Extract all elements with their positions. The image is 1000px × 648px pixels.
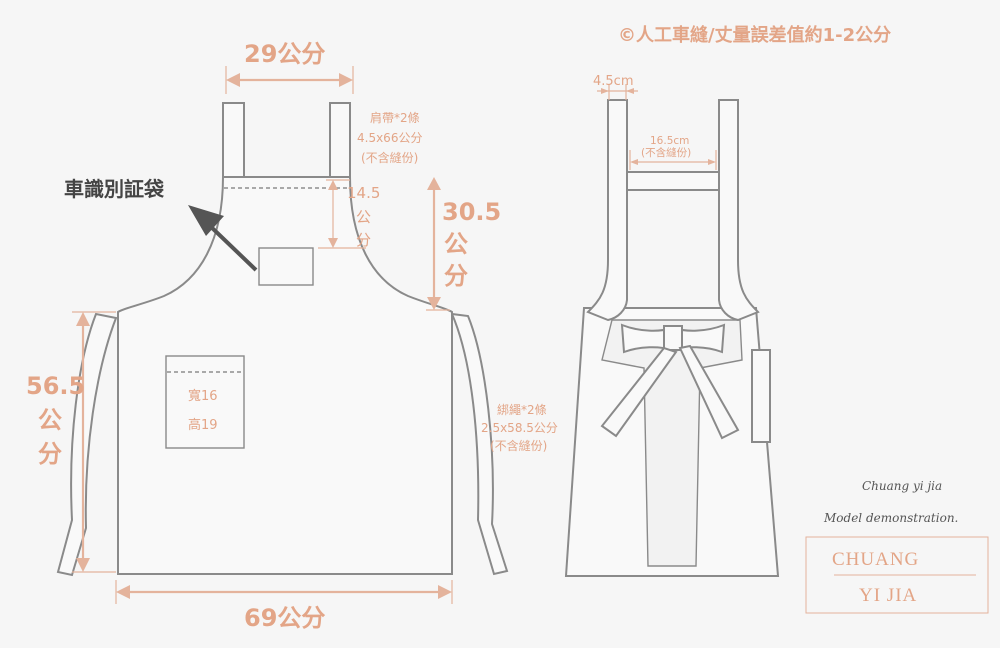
svg-text:肩帶*2條: 肩帶*2條 — [370, 110, 420, 125]
right-tie — [450, 312, 509, 576]
side-height-dimension — [72, 311, 116, 573]
brand-line-2: YI JIA — [859, 585, 917, 606]
brand-line-1: CHUANG — [832, 549, 919, 570]
bib-top-dimension — [318, 179, 366, 249]
strap-note: 肩帶*2條 4.5x66公分 (不含縫份) — [357, 110, 422, 165]
brand-block: Chuang yi jia Model demonstration. CHUAN… — [805, 479, 989, 614]
strap-width-label: 29公分 — [244, 40, 325, 68]
svg-text:分: 分 — [444, 262, 468, 290]
bottom-width-label: 69公分 — [244, 604, 325, 632]
bib-height-dimension — [426, 177, 450, 311]
back-inner-width-dimension — [629, 150, 717, 170]
copyright-note: ©人工車縫/丈量誤差值約1-2公分 — [618, 24, 891, 46]
svg-text:綁繩*2條: 綁繩*2條 — [497, 403, 547, 417]
front-body — [117, 176, 453, 575]
svg-text:公: 公 — [444, 230, 468, 258]
pocket-height: 高19 — [188, 417, 218, 433]
back-right-strap — [718, 99, 760, 322]
svg-text:(不含縫份): (不含縫份) — [490, 438, 547, 453]
back-opening — [601, 319, 743, 567]
svg-text:公: 公 — [356, 208, 371, 226]
brand-script-1: Chuang yi jia — [862, 479, 942, 493]
back-apron — [564, 99, 780, 577]
left-tie — [56, 312, 118, 577]
bow-tail-right — [678, 344, 740, 440]
side-height-value: 56.5 — [26, 372, 85, 400]
svg-text:2.5x58.5公分: 2.5x58.5公分 — [481, 421, 558, 435]
back-left-strap — [586, 99, 628, 322]
id-pocket-label: 車識別証袋 — [64, 177, 165, 201]
id-pocket-arrow — [188, 205, 258, 272]
back-neck-band — [626, 171, 720, 191]
back-side-pocket — [751, 349, 771, 443]
bib-top-dim-value: 14.5 — [347, 184, 380, 202]
id-badge-pocket — [258, 247, 314, 286]
bow-tail-left — [600, 346, 678, 438]
svg-text:分: 分 — [356, 231, 371, 249]
left-shoulder-strap — [222, 102, 245, 178]
tie-note: 綁繩*2條 2.5x58.5公分 (不含縫份) — [481, 403, 558, 453]
bottom-width-dimension — [115, 580, 453, 604]
right-shoulder-strap — [329, 102, 351, 178]
svg-text:4.5x66公分: 4.5x66公分 — [357, 131, 422, 145]
bib-height-value: 30.5 — [442, 198, 501, 226]
brand-box — [805, 536, 989, 614]
front-pocket — [165, 355, 245, 449]
back-inner-width-value: 16.5cm — [650, 135, 689, 147]
svg-text:公: 公 — [38, 406, 62, 434]
back-strap-width-dimension — [597, 84, 638, 100]
svg-text:(不含縫份): (不含縫份) — [641, 146, 691, 159]
svg-text:分: 分 — [38, 440, 62, 468]
brand-script-2: Model demonstration. — [823, 511, 958, 525]
strap-width-dimension — [225, 66, 354, 94]
bow-knot — [663, 325, 683, 351]
back-strap-width-label: 4.5cm — [593, 74, 634, 89]
svg-text:(不含縫份): (不含縫份) — [361, 150, 418, 165]
front-apron: 寬16 高19 — [56, 102, 509, 577]
pocket-width: 寬16 — [188, 388, 218, 404]
